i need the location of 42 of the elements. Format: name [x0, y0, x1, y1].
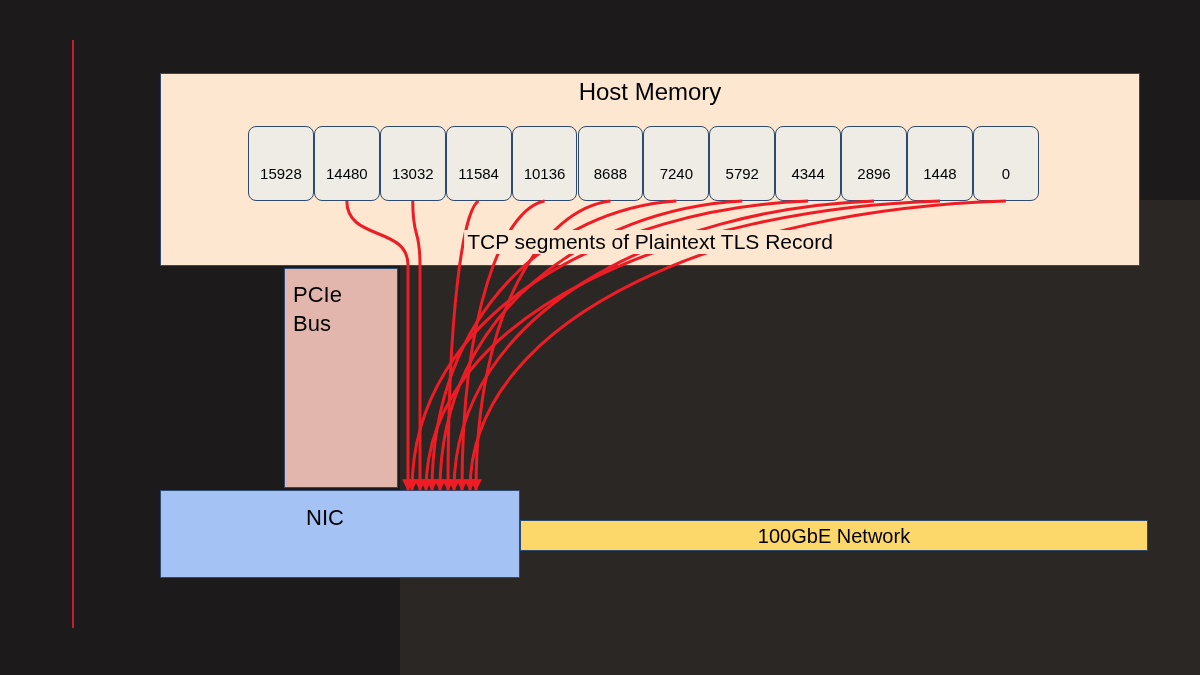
segment-cell	[445, 126, 512, 201]
segment-value: 5792	[724, 165, 760, 182]
arrow	[421, 199, 941, 492]
arrow	[411, 200, 426, 492]
arrow	[470, 199, 611, 492]
panel-title: Host Memory	[577, 78, 723, 106]
segment-cell	[379, 126, 446, 201]
segment-value: 8688	[592, 165, 629, 182]
segment-value: 4344	[790, 165, 826, 182]
segment-cell	[709, 126, 776, 201]
segment-cell	[907, 126, 973, 201]
arrow	[434, 199, 743, 492]
segment-value: 0	[1000, 165, 1011, 182]
segment-cell	[775, 126, 842, 201]
nic-label: NIC	[306, 505, 344, 531]
arrow	[442, 199, 480, 492]
segment-value: 11584	[457, 165, 500, 182]
segment-cell	[511, 126, 578, 201]
segment-value: 15928	[259, 165, 303, 182]
segment-value: 1448	[922, 165, 958, 182]
network-bar	[520, 520, 1148, 551]
segment-cell	[643, 126, 710, 201]
segment-cell	[313, 126, 380, 201]
segment-value: 2896	[856, 165, 892, 182]
arrow	[407, 199, 809, 492]
arrow	[465, 199, 1006, 492]
segment-value: 14480	[324, 165, 369, 182]
nic-box	[160, 490, 520, 578]
segment-value: 13032	[390, 165, 435, 182]
segment-cell	[577, 126, 644, 201]
segment-value: 10136	[522, 165, 567, 182]
segment-cell	[248, 126, 314, 201]
network-label: 100GbE Network	[756, 525, 912, 548]
segment-value: 7240	[658, 165, 694, 182]
arrow	[456, 199, 546, 492]
segment-cell	[972, 126, 1039, 201]
arrow	[426, 199, 677, 492]
segment-cell	[841, 126, 907, 201]
memory-panel	[160, 73, 1140, 266]
bus-label: PCIe Bus	[293, 281, 343, 338]
arrow	[449, 199, 875, 492]
bus-box	[284, 268, 398, 488]
